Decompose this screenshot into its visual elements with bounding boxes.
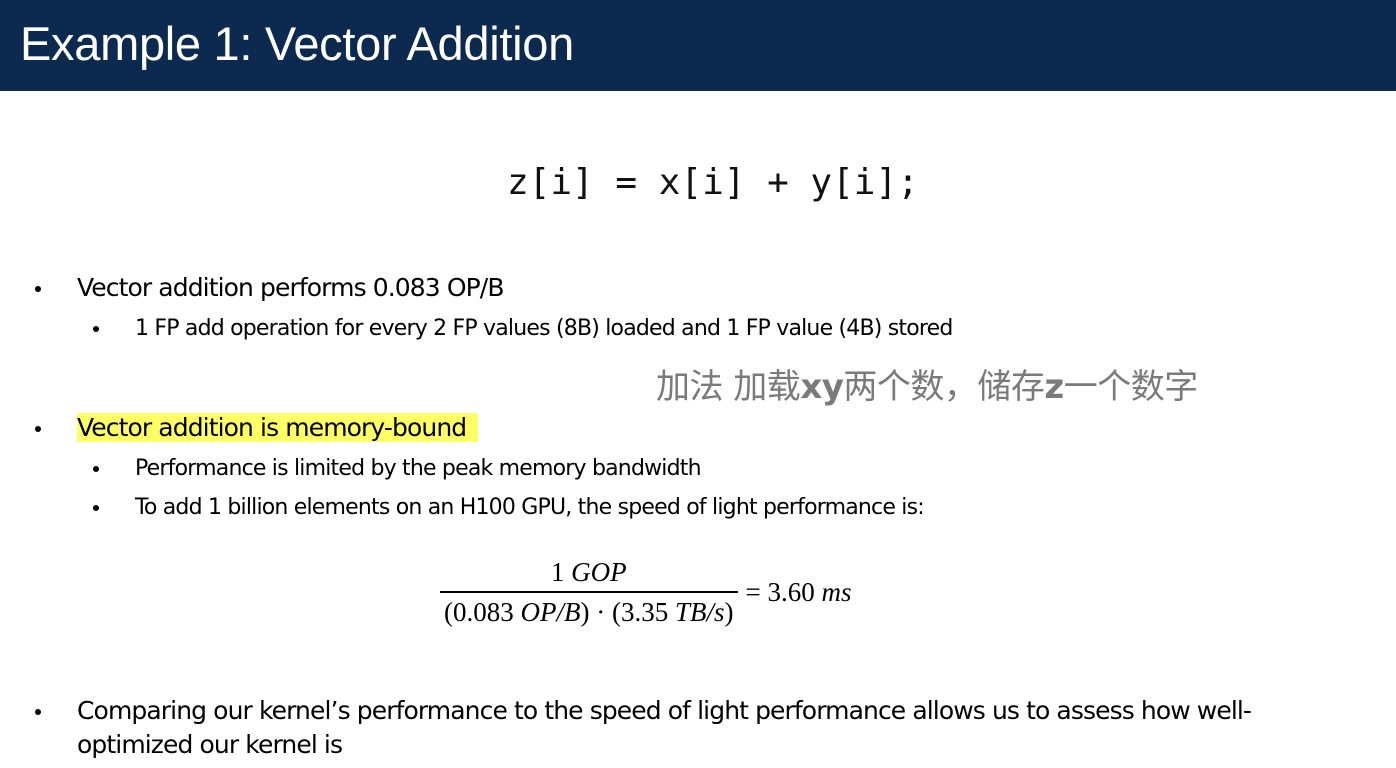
slide-title: Example 1: Vector Addition xyxy=(20,17,574,70)
formula-result: = 3.60 ms xyxy=(746,575,852,609)
bullet-icon xyxy=(93,326,99,332)
result-value: = 3.60 xyxy=(745,577,815,607)
bullet-icon xyxy=(35,709,41,715)
numerator-value: 1 xyxy=(550,557,565,587)
bullet-icon xyxy=(93,505,99,511)
bullet-icon xyxy=(35,286,41,292)
bullet-2-sub-1: Performance is limited by the peak memor… xyxy=(135,456,702,481)
speed-of-light-formula: 1 GOP (0.083 OP/B) · (3.35 TB/s) = 3.60 … xyxy=(440,555,852,629)
numerator: 1 GOP xyxy=(551,555,627,591)
annotation-part: 两个数，储存 xyxy=(843,367,1045,407)
bullet-2: Vector addition is memory-bound xyxy=(77,412,479,444)
annotation-bold: xy xyxy=(800,367,844,407)
handwritten-annotation: 加法 加载xy两个数，储存z一个数字 xyxy=(656,365,1198,409)
annotation-part: 加法 加载 xyxy=(656,367,801,407)
fraction: 1 GOP (0.083 OP/B) · (3.35 TB/s) xyxy=(440,555,738,629)
denominator-close: ) xyxy=(724,597,734,627)
bullet-icon xyxy=(93,466,99,472)
bullet-3-line-2: optimized our kernel is xyxy=(77,730,343,759)
code-expression: z[i] = x[i] + y[i]; xyxy=(507,162,919,203)
bullet-1-sub-1: 1 FP add operation for every 2 FP values… xyxy=(135,316,953,341)
denominator-unit: TB/s xyxy=(674,597,725,627)
bullet-icon xyxy=(35,426,41,432)
denominator-unit: OP/B xyxy=(520,597,581,627)
annotation-part: 一个数字 xyxy=(1063,367,1199,407)
highlighted-text: Vector addition is memory-bound xyxy=(77,413,479,442)
denominator: (0.083 OP/B) · (3.35 TB/s) xyxy=(440,591,738,629)
numerator-unit: GOP xyxy=(571,557,627,587)
annotation-bold: z xyxy=(1044,367,1064,407)
title-bar: Example 1: Vector Addition xyxy=(0,0,1396,91)
result-unit: ms xyxy=(821,577,852,607)
bullet-1: Vector addition performs 0.083 OP/B xyxy=(77,273,504,302)
bullet-3-line-1: Comparing our kernel’s performance to th… xyxy=(77,696,1252,725)
bullet-2-sub-2: To add 1 billion elements on an H100 GPU… xyxy=(135,495,925,520)
denominator-value: ) · (3.35 xyxy=(580,597,669,627)
denominator-value: (0.083 xyxy=(444,597,514,627)
